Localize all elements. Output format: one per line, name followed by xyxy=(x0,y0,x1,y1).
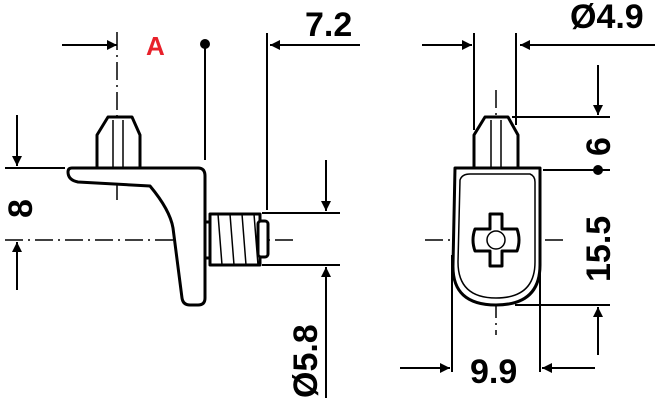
thread-screw xyxy=(203,212,270,267)
front-pin xyxy=(472,115,520,168)
reference-dot xyxy=(593,165,603,175)
dim-diameter-5-8: Ø5.8 xyxy=(287,324,325,398)
dim-9-9: 9.9 xyxy=(470,353,517,391)
body-inner-edge xyxy=(457,173,536,299)
dim-8: 8 xyxy=(2,199,40,218)
reference-label-a: A xyxy=(146,31,165,61)
dim-7-2: 7.2 xyxy=(305,6,352,44)
side-view: A 7.2 8 Ø5.8 xyxy=(2,6,360,398)
bracket-body xyxy=(66,166,207,307)
front-view: Ø4.9 6 15.5 9.9 xyxy=(400,0,655,391)
side-pin xyxy=(95,115,142,168)
insert-hole xyxy=(486,230,506,250)
cross-insert xyxy=(471,212,521,268)
dim-6: 6 xyxy=(580,137,618,156)
dim-diameter-4-9: Ø4.9 xyxy=(570,0,644,36)
dim-15-5: 15.5 xyxy=(580,216,618,282)
